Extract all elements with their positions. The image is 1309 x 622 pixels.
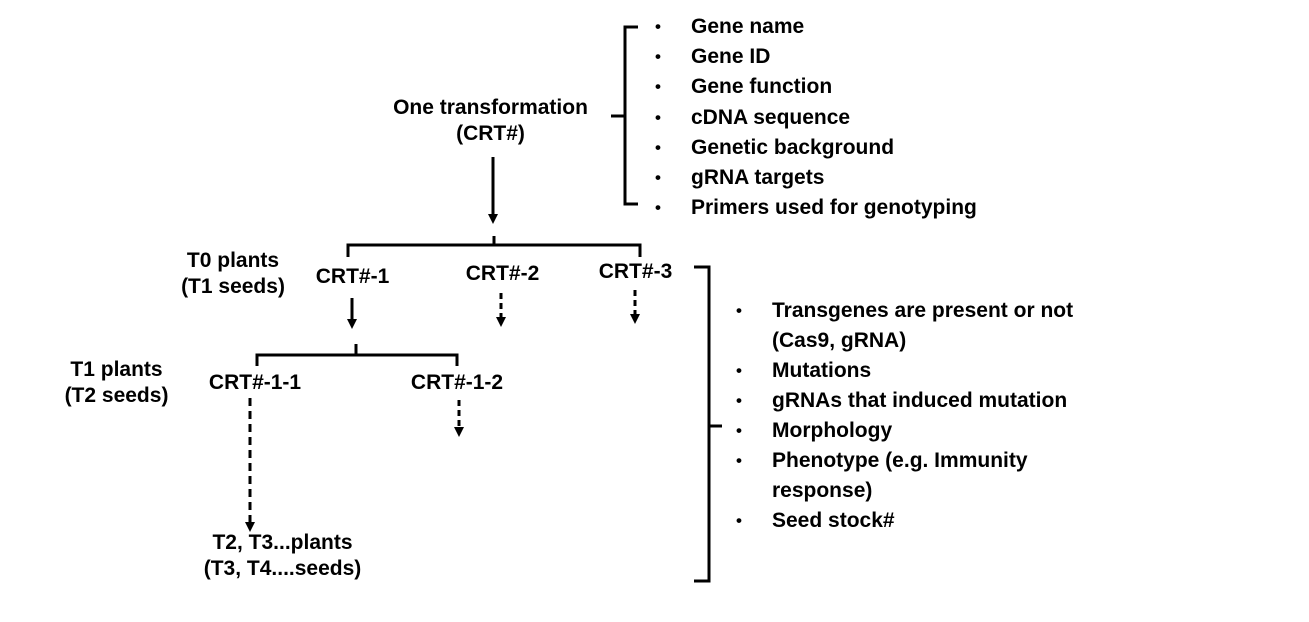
gene-info-brace [611, 25, 638, 206]
t2-line1: T2, T3...plants [212, 531, 353, 554]
t1-label: T1 plants (T2 seeds) [54, 357, 179, 409]
root-node: One transformation (CRT#) [383, 95, 598, 147]
list-item: Seed stock# [736, 506, 1073, 536]
list-item: Mutations [736, 356, 1073, 386]
root-subtitle: (CRT#) [456, 122, 525, 145]
list-item: Primers used for genotyping [655, 193, 977, 223]
t2-node: T2, T3...plants (T3, T4....seeds) [185, 530, 380, 582]
list-item: Gene ID [655, 42, 977, 72]
t1-label-line2: (T2 seeds) [64, 384, 169, 407]
t0-label-line2: (T1 seeds) [181, 275, 285, 298]
line-info-list: Transgenes are present or not (Cas9, gRN… [736, 296, 1073, 536]
node-crt1-1: CRT#-1-1 [208, 371, 302, 394]
list-item: Gene name [655, 12, 977, 42]
list-item: Morphology [736, 416, 1073, 446]
list-item: Gene function [655, 72, 977, 102]
node-crt1-2: CRT#-1-2 [410, 371, 504, 394]
node-crt1: CRT#-1 [315, 265, 390, 288]
t2-line2: (T3, T4....seeds) [203, 557, 362, 580]
list-item: cDNA sequence [655, 103, 977, 133]
list-item: gRNA targets [655, 163, 977, 193]
t0-label-line1: T0 plants [186, 249, 280, 272]
node-crt3: CRT#-3 [598, 260, 673, 283]
list-item: gRNAs that induced mutation [736, 386, 1073, 416]
gene-info-list: Gene name Gene ID Gene function cDNA seq… [655, 12, 977, 224]
t0-bracket [346, 236, 642, 257]
t1-label-line1: T1 plants [70, 358, 163, 381]
t1-bracket [255, 344, 459, 366]
line-info-brace [694, 265, 722, 583]
root-title: One transformation [393, 96, 588, 119]
list-item: Transgenes are present or not (Cas9, gRN… [736, 296, 1073, 356]
t0-label: T0 plants (T1 seeds) [168, 248, 298, 300]
list-item: Genetic background [655, 133, 977, 163]
list-item: Phenotype (e.g. Immunity response) [736, 446, 1073, 506]
node-crt2: CRT#-2 [465, 262, 540, 285]
